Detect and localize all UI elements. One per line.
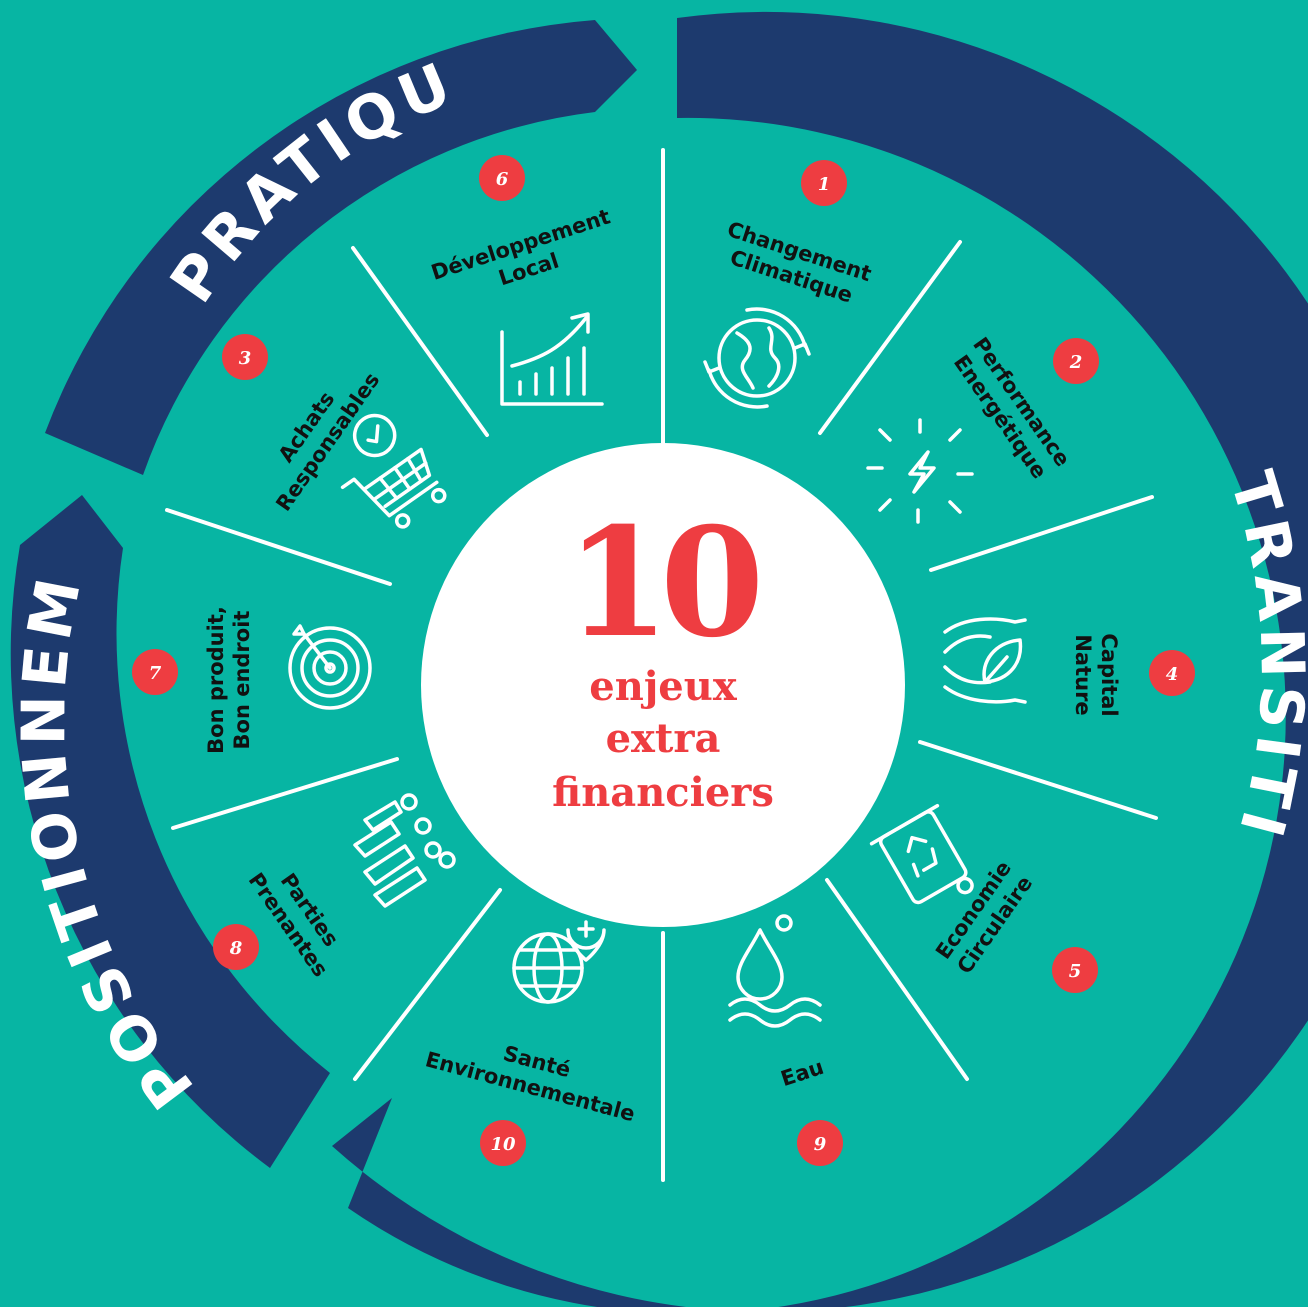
people-group-icon bbox=[353, 793, 456, 908]
issue-bon-produit-bon-endroit: 7 Bon produit, Bon endroit bbox=[132, 606, 372, 754]
issue-sante-environnementale: 10 Santé Environnementale bbox=[423, 920, 638, 1166]
divider-line bbox=[918, 740, 1158, 820]
divider-line bbox=[929, 495, 1154, 572]
number-badge bbox=[1149, 650, 1195, 696]
outer-ring bbox=[10, 11, 1308, 1307]
badge-number: 4 bbox=[1166, 664, 1179, 685]
ring-pratiques bbox=[45, 20, 637, 475]
divider-line bbox=[818, 240, 962, 435]
badge-number: 8 bbox=[229, 938, 243, 959]
issue-capital-nature: 4 Capital Nature bbox=[943, 617, 1195, 717]
badge-number: 6 bbox=[496, 169, 509, 190]
center-line-3: financiers bbox=[552, 769, 774, 816]
badge-number: 3 bbox=[239, 348, 252, 369]
center-circle bbox=[421, 443, 905, 927]
globe-health-icon bbox=[512, 920, 606, 1004]
segment-dividers bbox=[165, 148, 1158, 1182]
divider-line bbox=[353, 888, 502, 1081]
shopping-cart-icon bbox=[340, 413, 447, 529]
issue-eau: 9 Eau bbox=[728, 914, 843, 1166]
badge-number: 10 bbox=[490, 1134, 516, 1155]
number-badge bbox=[480, 1120, 526, 1166]
growth-chart-icon bbox=[500, 312, 604, 406]
water-drop-icon bbox=[728, 914, 822, 1028]
issue-label-line: Bon produit, bbox=[204, 606, 228, 754]
recycle-bin-icon bbox=[869, 803, 974, 905]
number-badge bbox=[1052, 947, 1098, 993]
issue-label-line: Eau bbox=[778, 1055, 827, 1091]
number-badge bbox=[132, 649, 178, 695]
issue-achats-responsables: 3 Achats Responsables bbox=[222, 334, 447, 529]
number-badge bbox=[222, 334, 268, 380]
number-badge bbox=[797, 1120, 843, 1166]
badge-number: 1 bbox=[818, 174, 831, 195]
issue-economie-circulaire: 5 Economie Circulaire bbox=[869, 803, 1098, 993]
number-badge bbox=[479, 155, 525, 201]
lightning-icon bbox=[866, 418, 974, 524]
divider-line bbox=[351, 246, 489, 437]
badge-number: 9 bbox=[814, 1134, 827, 1155]
issue-label-line: Bon endroit bbox=[230, 611, 254, 750]
divider-line bbox=[165, 508, 392, 586]
number-badge bbox=[801, 160, 847, 206]
badge-number: 7 bbox=[149, 663, 162, 684]
issue-performance-energetique: 2 Performance Energétique bbox=[866, 333, 1099, 524]
issue-label-line: Nature bbox=[1071, 634, 1095, 715]
issue-changement-climatique: 1 Changement Climatique bbox=[703, 160, 874, 409]
hands-leaf-icon bbox=[943, 617, 1027, 704]
issue-label-line: Capital bbox=[1097, 633, 1121, 716]
ring-positionnement bbox=[10, 495, 330, 1168]
target-icon bbox=[288, 624, 372, 710]
divider-line bbox=[825, 878, 969, 1081]
center-line-2: extra bbox=[606, 715, 721, 762]
center-number: 10 bbox=[566, 495, 758, 671]
center-line-1: enjeux bbox=[589, 663, 738, 710]
center-disc: 10 enjeux extra financiers bbox=[421, 443, 905, 927]
issue-parties-prenantes: 8 Parties Prenantes bbox=[213, 793, 456, 981]
badge-number: 5 bbox=[1069, 961, 1082, 982]
issue-developpement-local: 6 Développement Local bbox=[428, 155, 613, 406]
badge-number: 2 bbox=[1069, 352, 1083, 373]
globe-cycle-icon bbox=[703, 307, 811, 409]
divider-line bbox=[171, 757, 399, 830]
number-badge bbox=[1053, 338, 1099, 384]
number-badge bbox=[213, 924, 259, 970]
